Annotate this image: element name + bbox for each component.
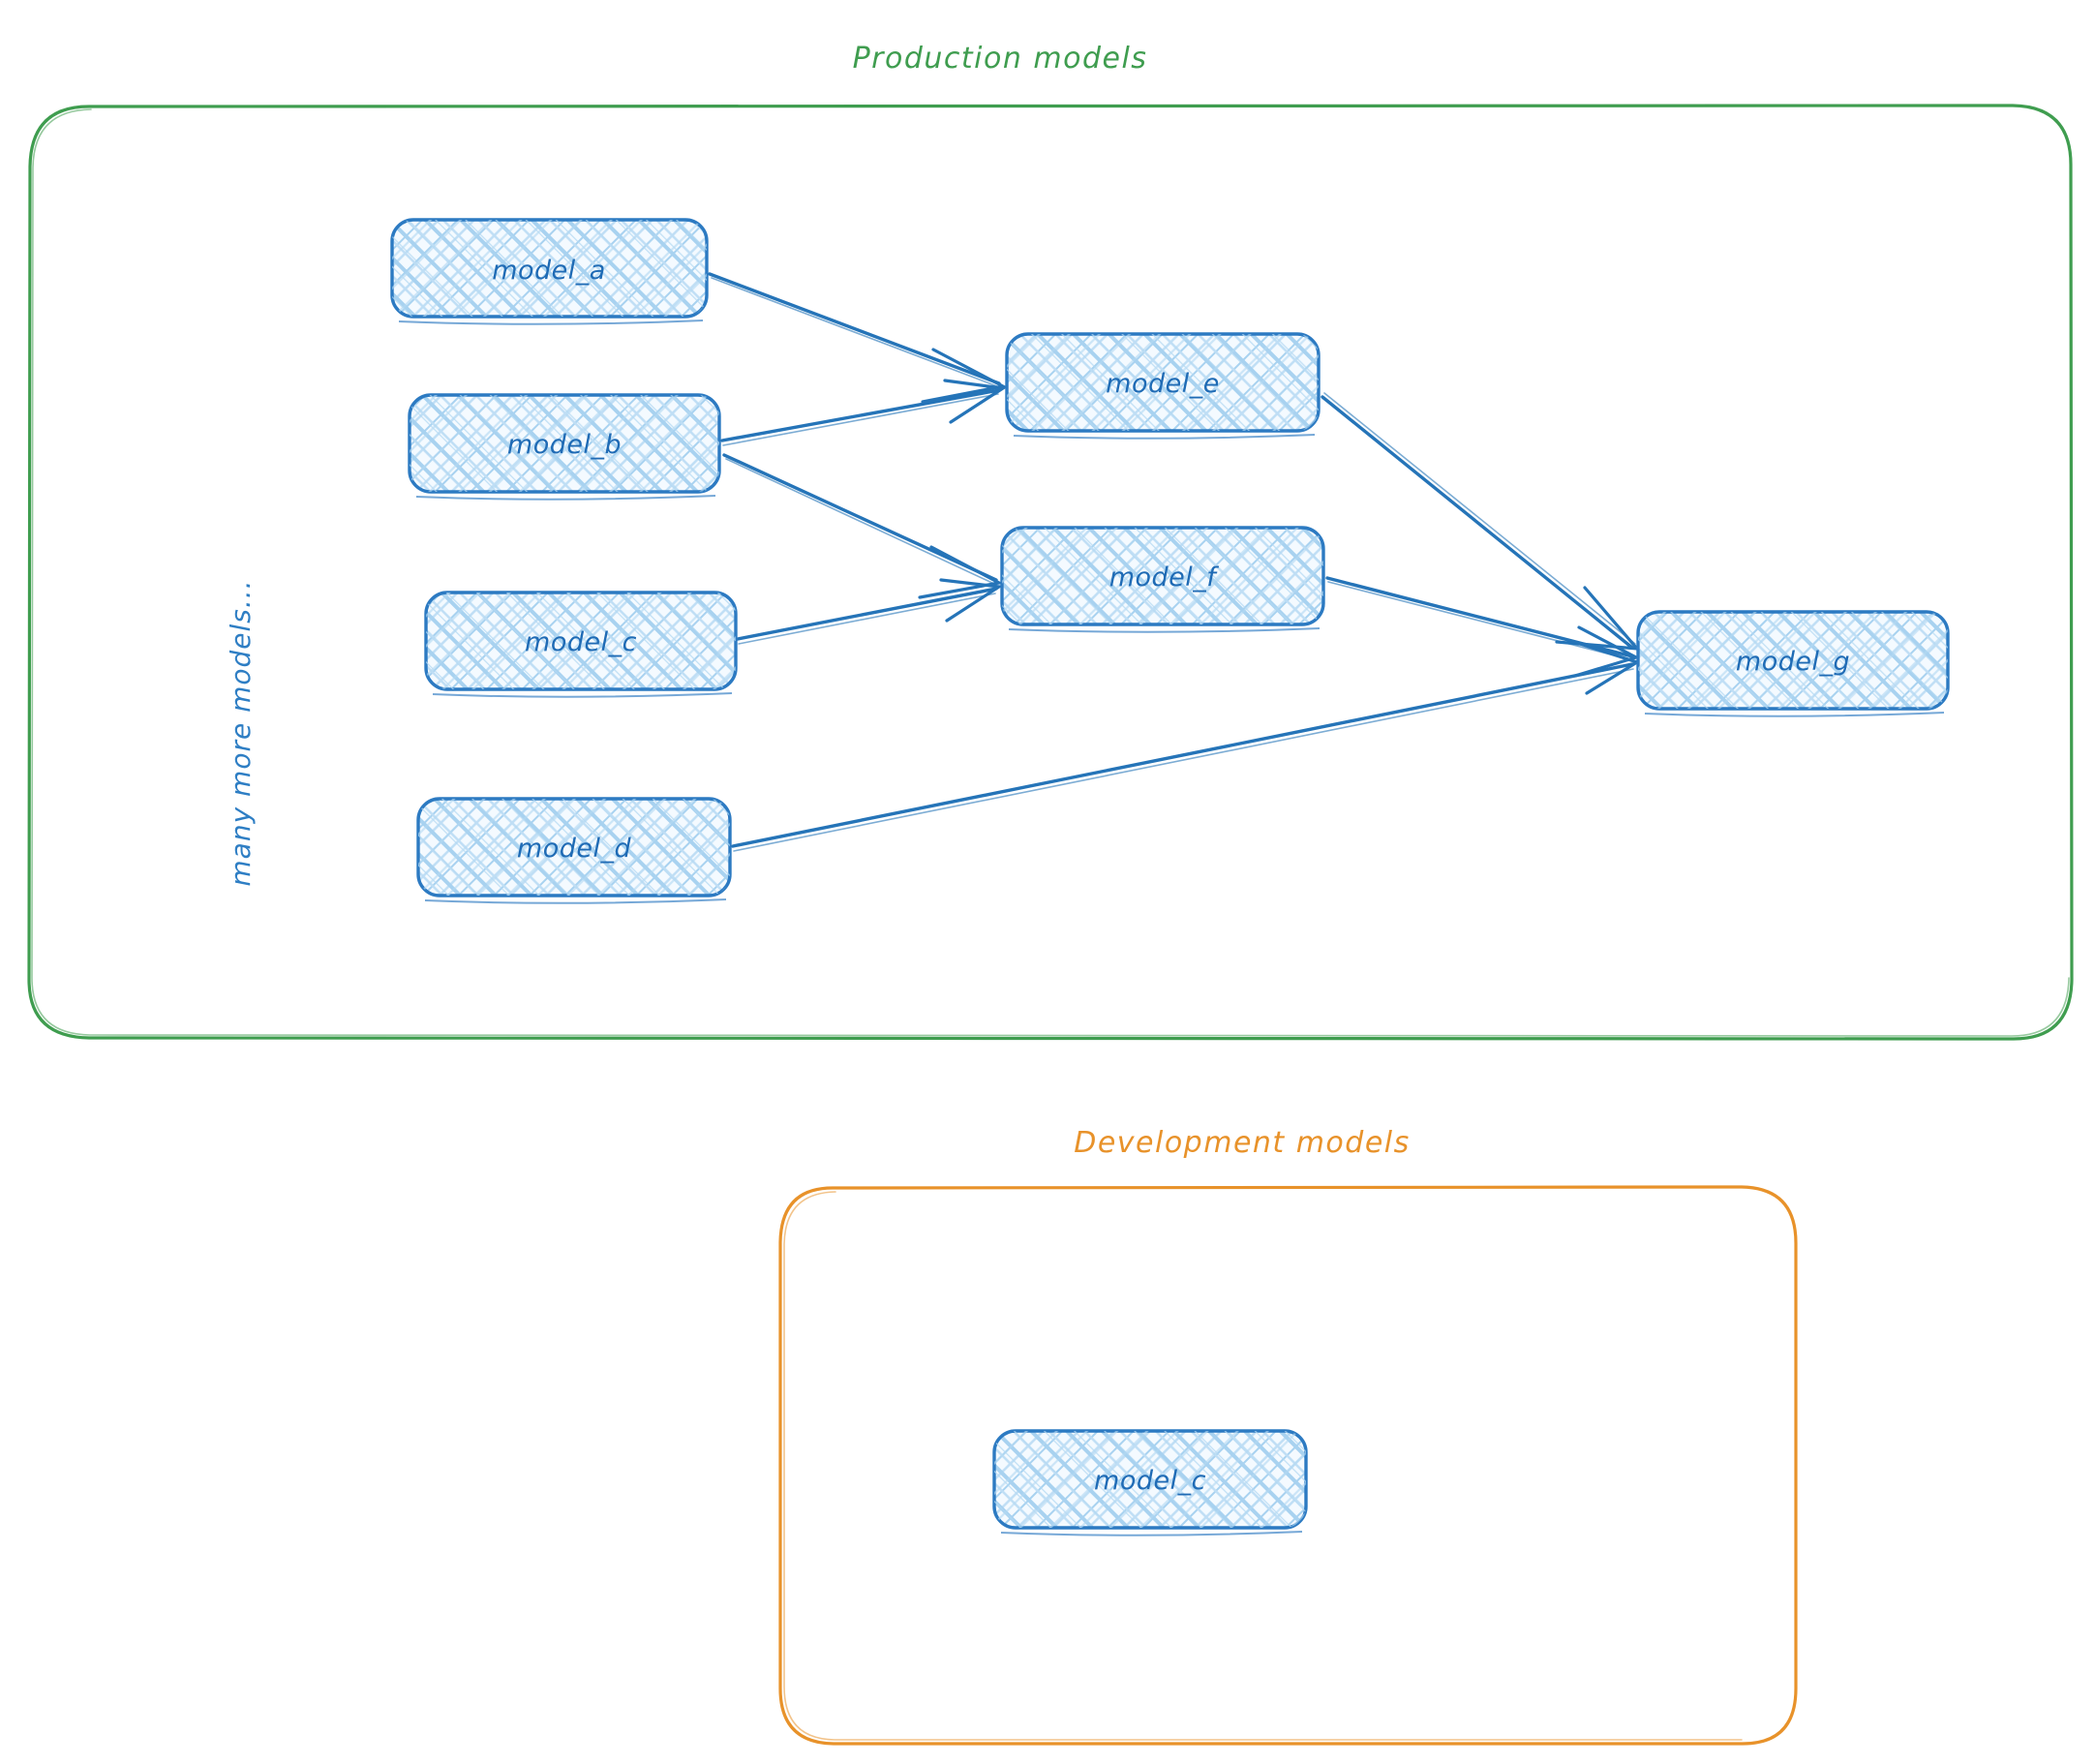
group-title-development: Development models bbox=[1074, 1126, 1411, 1160]
group-container-production bbox=[27, 104, 2074, 1041]
node-model-e[interactable]: model_e bbox=[1005, 332, 1321, 440]
node-label: model_b bbox=[507, 430, 622, 460]
edge-model-e-to-model-g bbox=[1321, 392, 1641, 651]
edge-model-a-to-model-e bbox=[708, 272, 1008, 404]
node-model-d[interactable]: model_d bbox=[416, 797, 732, 904]
edge-model-c-to-model-f bbox=[736, 578, 1004, 645]
node-model-g[interactable]: model_g bbox=[1636, 610, 1950, 717]
node-dev-model-c[interactable]: model_c bbox=[992, 1429, 1308, 1536]
node-model-b[interactable]: model_b bbox=[408, 393, 721, 501]
node-model-a[interactable]: model_a bbox=[390, 218, 709, 325]
node-label: model_c bbox=[525, 627, 637, 657]
node-label: model_e bbox=[1106, 369, 1220, 399]
node-label: model_f bbox=[1109, 563, 1220, 593]
node-model-f[interactable]: model_f bbox=[1000, 526, 1325, 633]
group-container-development bbox=[778, 1185, 1798, 1746]
node-model-c[interactable]: model_c bbox=[424, 591, 738, 698]
node-label: model_d bbox=[517, 834, 632, 864]
side-note-many-more-models: many more models... bbox=[225, 579, 257, 886]
node-label: model_a bbox=[492, 256, 606, 286]
node-label: model_g bbox=[1736, 647, 1850, 677]
edge-model-b-to-model-e bbox=[720, 379, 1008, 446]
edge-model-b-to-model-f bbox=[722, 453, 1004, 599]
edge-layer bbox=[708, 272, 1641, 852]
group-title-production: Production models bbox=[853, 42, 1148, 76]
edge-model-d-to-model-g bbox=[731, 641, 1641, 852]
node-label: model_c bbox=[1094, 1466, 1206, 1496]
